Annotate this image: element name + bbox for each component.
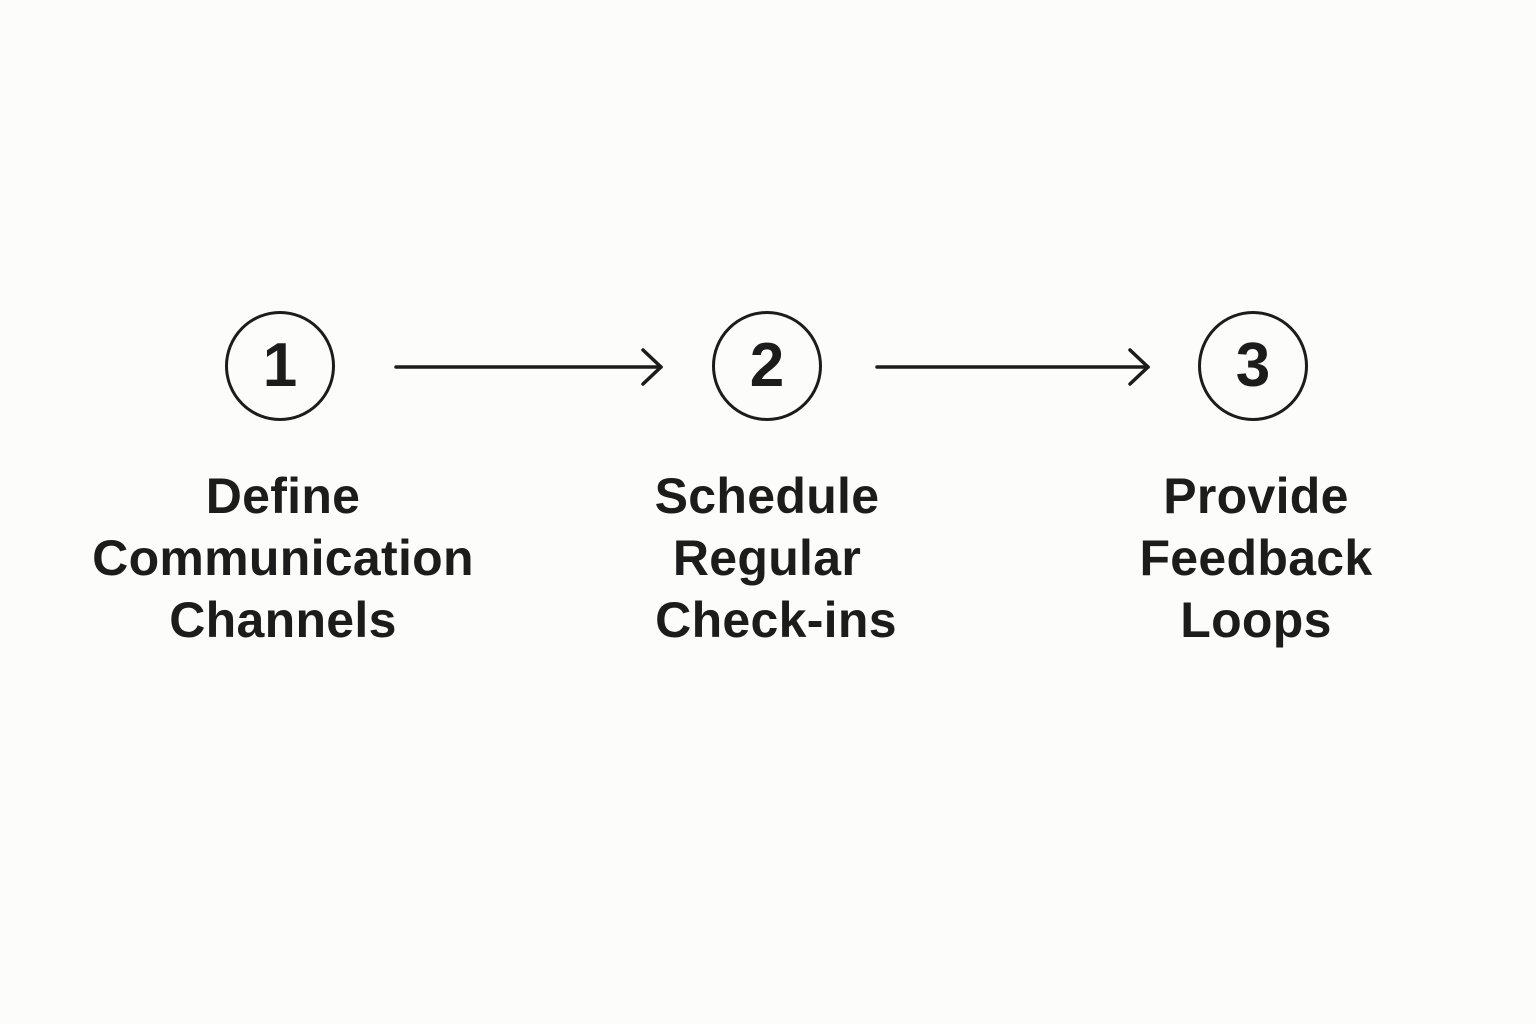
step-2-label-line-3: Check-ins	[655, 592, 897, 648]
arrow-right-icon	[394, 348, 663, 386]
step-2-circle: 2	[712, 311, 822, 421]
step-3-label-line-3: Loops	[1180, 592, 1332, 648]
step-3-label: Provide Feedback Loops	[1036, 465, 1476, 651]
step-2-label-line-2: Regular	[672, 530, 862, 586]
step-2-label-line-1: Schedule	[654, 468, 880, 524]
step-3-label-line-1: Provide	[1163, 468, 1349, 524]
step-3-label-line-2: Feedback	[1139, 530, 1373, 586]
step-1-label: Define Communication Channels	[63, 465, 503, 651]
step-2-label: Schedule Regular Check-ins	[547, 465, 987, 651]
step-1-label-line-3: Channels	[169, 592, 397, 648]
arrow-right-icon	[875, 348, 1150, 386]
step-1-label-line-1: Define	[205, 468, 361, 524]
step-3-circle: 3	[1198, 311, 1308, 421]
step-1-label-line-2: Communication	[92, 530, 474, 586]
step-1-circle: 1	[225, 311, 335, 421]
